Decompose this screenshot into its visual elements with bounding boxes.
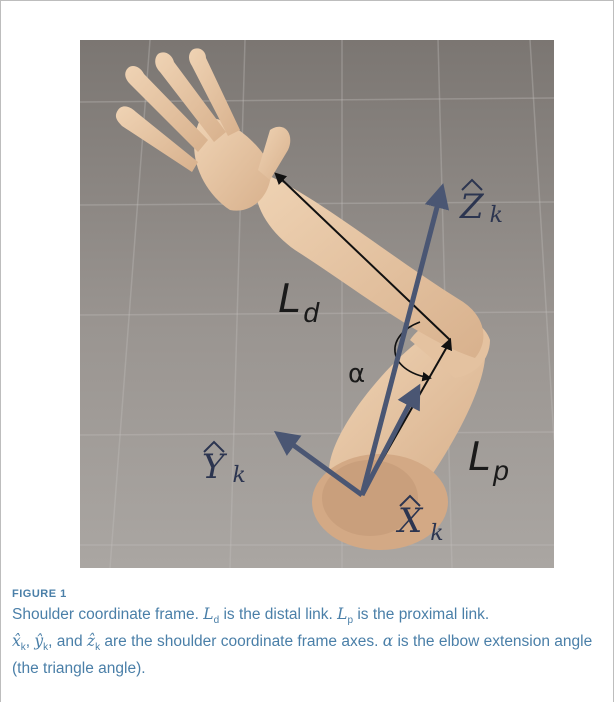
- figure-label: FIGURE 1: [12, 588, 608, 600]
- caption-text: Shoulder coordinate frame. Ld is the dis…: [12, 604, 608, 679]
- alpha-label: α: [348, 359, 365, 389]
- figure-caption: FIGURE 1 Shoulder coordinate frame. Ld i…: [12, 588, 608, 679]
- arm-figure-image: Zk Yk Xk Ld Lp α: [80, 40, 554, 568]
- arm-diagram: Zk Yk Xk Ld Lp α: [80, 40, 554, 568]
